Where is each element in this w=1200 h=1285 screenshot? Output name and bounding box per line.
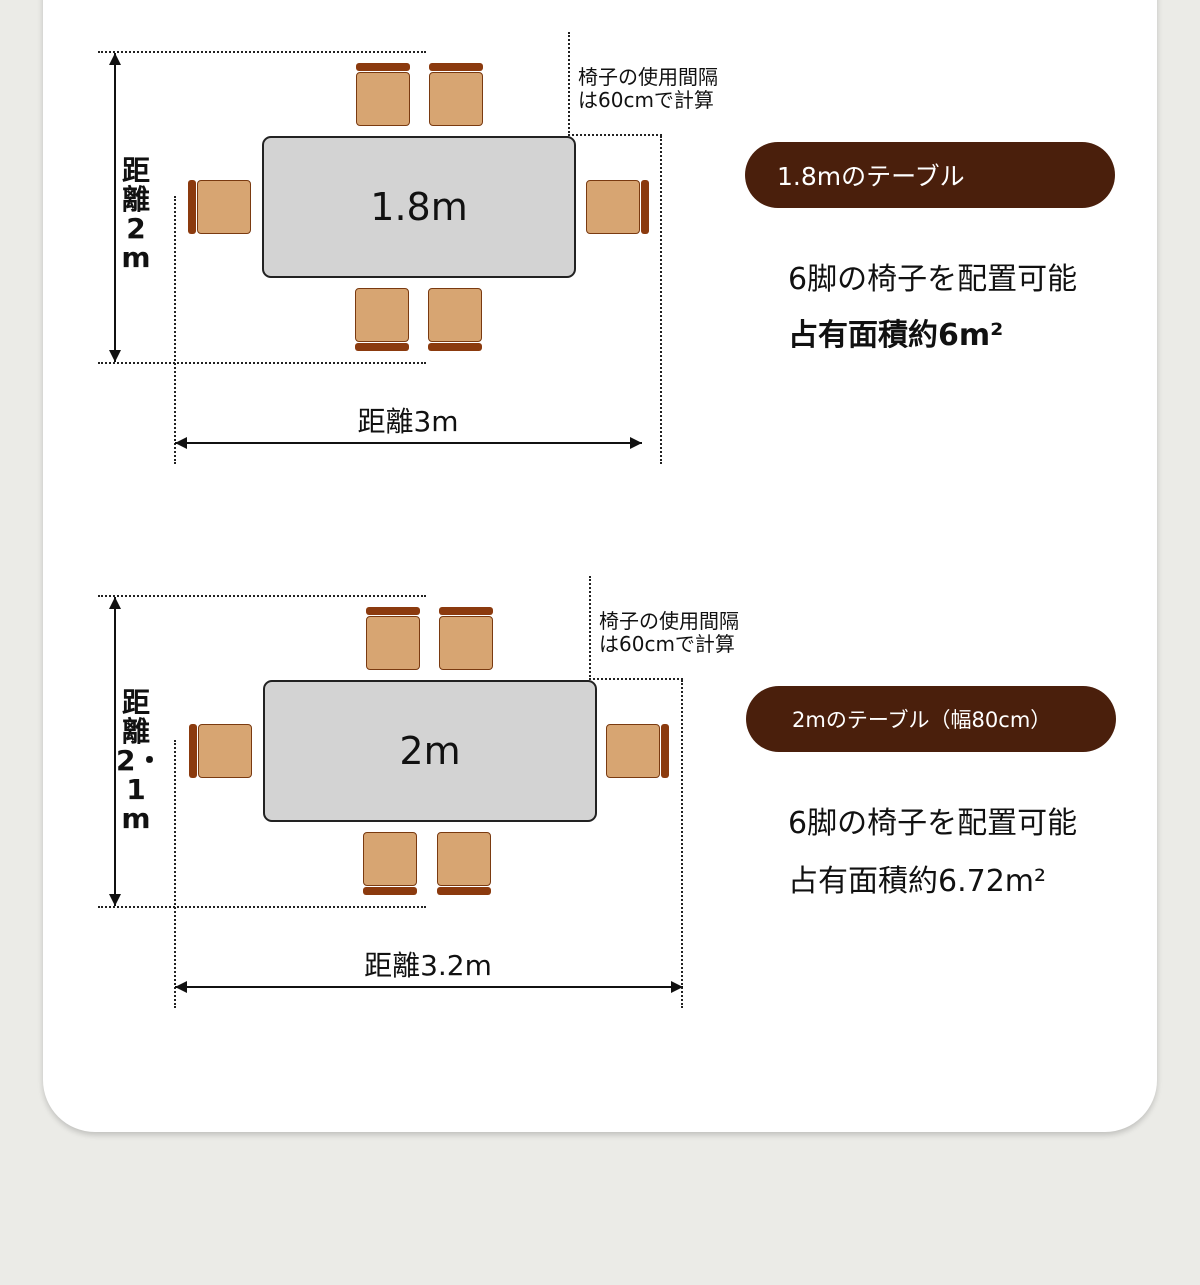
chair-top-1 [366,607,420,670]
width-arrow [175,981,683,993]
width-label: 距離3m [308,406,508,438]
right-guide-line [681,680,683,1008]
layout-section-1: 距離2m 距離3m 椅子の使用間隔 は60cmで計算 1.8m 1.8mのテーブ… [0,0,1200,500]
left-guide-line [174,196,176,464]
chair-bottom-2 [428,288,482,351]
width-label: 距離3.2m [328,950,528,982]
height-label: 距離2・1m [116,686,164,835]
chair-back [428,343,482,351]
table-name-pill: 1.8mのテーブル [745,142,1115,208]
height-label: 距離2m [116,156,156,272]
layout-section-2: 距離2・1m 距離3.2m 椅子の使用間隔 は60cmで計算 2m 2mのテーブ… [0,544,1200,1044]
spacing-note: 椅子の使用間隔 は60cmで計算 [578,66,748,112]
chair-bottom-1 [355,288,409,351]
chair-left [189,724,252,778]
chairs-capacity-text: 6脚の椅子を配置可能 [788,806,1078,841]
top-guide-line [98,595,426,597]
chair-back [355,343,409,351]
spacing-note-line1: 椅子の使用間隔 [599,609,739,633]
height-arrow [109,597,121,906]
chair-back [641,180,649,234]
table-name-pill: 2mのテーブル（幅80cm） [746,686,1116,752]
chair-back [439,607,493,615]
chair-bottom-2 [437,832,491,895]
left-guide-line [174,740,176,1008]
bottom-guide-line [98,906,426,908]
chair-top-2 [429,63,483,126]
note-guide-line [589,576,591,680]
height-arrow [109,53,121,362]
spacing-note: 椅子の使用間隔 は60cmで計算 [599,610,769,656]
width-arrow [175,437,642,449]
chair-back [189,724,197,778]
chair-top-2 [439,607,493,670]
chair-right [586,180,649,234]
chair-back [366,607,420,615]
top-guide-line [98,51,426,53]
table-size-label: 1.8m [370,185,468,229]
chair-right [606,724,669,778]
chair-back [188,180,196,234]
dining-table: 1.8m [262,136,576,278]
spacing-note-line2: は60cmで計算 [578,88,714,112]
area-text: 占有面積約6m² [788,318,1004,353]
note-guide-horizontal [568,134,662,136]
chair-left [188,180,251,234]
right-guide-line [660,136,662,464]
table-size-label: 2m [399,729,461,773]
bottom-guide-line [98,362,426,364]
area-text: 占有面積約6.72m² [788,864,1047,899]
chair-top-1 [356,63,410,126]
chair-back [437,887,491,895]
dining-table: 2m [263,680,597,822]
spacing-note-line2: は60cmで計算 [599,632,735,656]
spacing-note-line1: 椅子の使用間隔 [578,65,718,89]
note-guide-horizontal [589,678,683,680]
chair-back [661,724,669,778]
chair-bottom-1 [363,832,417,895]
chair-back [363,887,417,895]
chair-back [356,63,410,71]
chair-back [429,63,483,71]
chairs-capacity-text: 6脚の椅子を配置可能 [788,262,1078,297]
note-guide-line [568,32,570,136]
